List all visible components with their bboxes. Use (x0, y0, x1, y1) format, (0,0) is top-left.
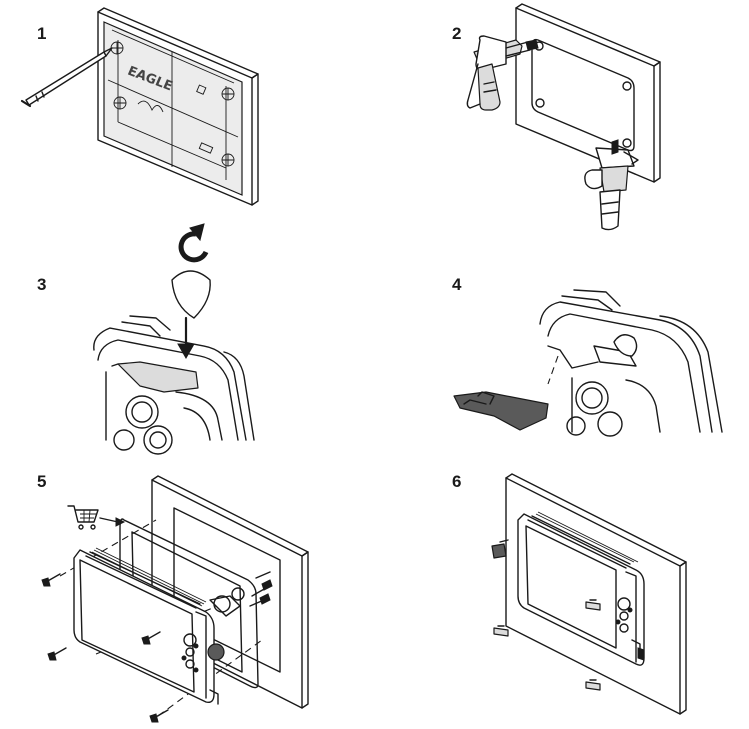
shopping-cart-icon (67, 505, 99, 530)
arrow-right-icon (115, 517, 126, 527)
pick-icon (171, 270, 211, 319)
step-5-illustration (41, 475, 309, 723)
step-1-illustration: EAGLE (20, 7, 259, 206)
step-4-number: 4 (452, 275, 462, 294)
step-2-illustration (466, 3, 661, 231)
rotate-icon (178, 231, 209, 263)
step-1-number: 1 (37, 24, 47, 43)
step-3-illustration (93, 223, 255, 455)
step-3-number: 3 (37, 275, 47, 294)
step-6-illustration (491, 473, 687, 715)
step-2-number: 2 (452, 24, 462, 43)
down-arrow-icon (177, 343, 195, 360)
step-6-number: 6 (452, 472, 462, 491)
step-5-number: 5 (37, 472, 47, 491)
step-4-illustration (453, 289, 723, 437)
